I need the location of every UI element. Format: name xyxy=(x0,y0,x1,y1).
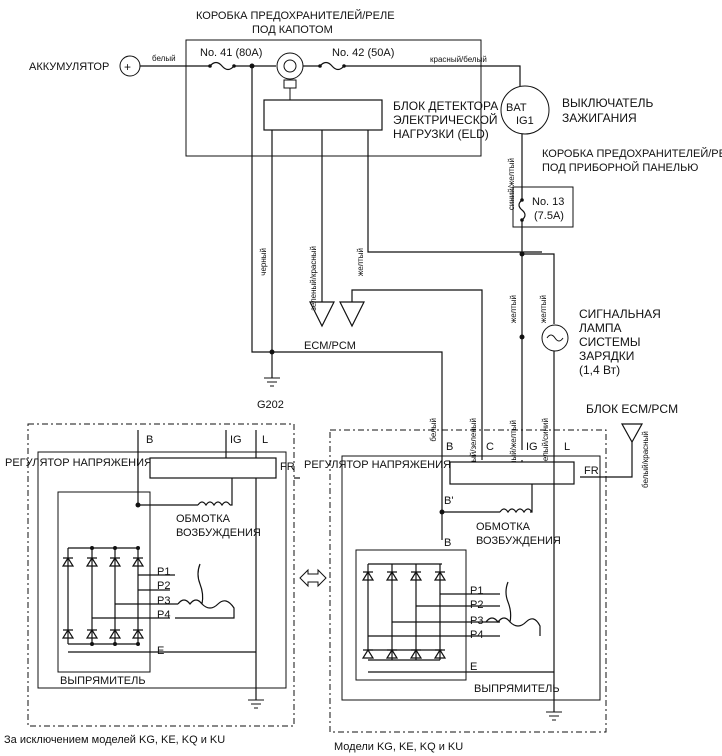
wire-label-black-yellow: черный/желтый xyxy=(509,420,518,478)
wire-label-white-blue: белый/синий xyxy=(541,418,550,466)
fuse41-element xyxy=(209,61,235,71)
ground-g202-label: G202 xyxy=(257,399,284,411)
left-phase-p4: P4 xyxy=(157,609,170,621)
ignition-switch-label-2: ЗАЖИГАНИЯ xyxy=(562,111,637,125)
fuse13-amp-label: (7.5A) xyxy=(534,210,564,222)
left-field-coil xyxy=(197,501,231,507)
wire-label-green-red: зеленый/красный xyxy=(309,246,318,311)
lamp-label-2: ЛАМПА xyxy=(579,321,622,335)
fuse41-label: No. 41 (80A) xyxy=(200,47,262,59)
alternator-right-outline xyxy=(329,429,607,733)
wire-label-blue-yellow: синий/желтый xyxy=(507,158,516,210)
left-terminal-b: B xyxy=(146,434,153,446)
fuse-box-underhood xyxy=(185,39,482,157)
ecm-block-triangle xyxy=(620,423,644,444)
alternator-left-outline xyxy=(27,423,295,727)
lamp-label-5: (1,4 Вт) xyxy=(579,363,620,377)
left-terminal-e: E xyxy=(157,645,164,657)
left-regulator-label: РЕГУЛЯТОР НАПРЯЖЕНИЯ xyxy=(5,457,152,469)
fuse13-element xyxy=(518,199,526,221)
wire-yellow-eld xyxy=(367,130,542,253)
right-phase-p2: P2 xyxy=(470,599,483,611)
left-field-label-2: ВОЗБУЖДЕНИЯ xyxy=(176,527,261,539)
ecm-pcm-label: ECM/PCM xyxy=(304,340,356,352)
ecm-block-label: БЛОК ECM/PCM xyxy=(586,402,678,416)
right-regulator-label: РЕГУЛЯТОР НАПРЯЖЕНИЯ xyxy=(304,459,451,471)
left-terminal-ig: IG xyxy=(230,434,242,446)
left-phase-p2: P2 xyxy=(157,580,170,592)
wire-label-white-red: белый/красный xyxy=(641,431,650,488)
eld-unit xyxy=(263,99,383,131)
charge-warning-lamp xyxy=(541,324,569,352)
right-phase-p4: P4 xyxy=(470,629,483,641)
wire-white-main-to-b xyxy=(251,66,443,460)
fuse-box-dash-label-2: ПОД ПРИБОРНОЙ ПАНЕЛЬЮ xyxy=(542,161,698,174)
right-terminal-fr: FR xyxy=(584,465,599,477)
eld-sensor-coil xyxy=(276,52,304,80)
caption-left: За исключением моделей KG, KE, KQ и KU xyxy=(4,734,225,746)
right-rectifier-label: ВЫПРЯМИТЕЛЬ xyxy=(474,683,560,695)
wire-label-white-battery: белый xyxy=(152,54,176,63)
ground-g202-symbol xyxy=(264,377,280,387)
ignition-bat-terminal: BAT xyxy=(506,102,527,114)
right-phase-p1: P1 xyxy=(470,585,483,597)
right-terminal-ig: IG xyxy=(526,441,538,453)
fuse42-element xyxy=(319,61,345,71)
eld-label-1: БЛОК ДЕТЕКТОРА xyxy=(393,99,498,113)
ignition-ig1-terminal: IG1 xyxy=(516,115,534,127)
caption-right: Модели KG, KE, KQ и KU xyxy=(334,741,463,753)
right-field-label-1: ОБМОТКА xyxy=(476,521,531,533)
equivalence-arrow-icon xyxy=(299,568,327,588)
fuse-box-dash-label-1: КОРОБКА ПРЕДОХРАНИТЕЛЕЙ/РЕЛЕ xyxy=(542,147,722,160)
left-rectifier-diodes xyxy=(61,556,145,639)
fuse-box-dash xyxy=(512,186,574,228)
ignition-switch xyxy=(500,85,550,135)
ignition-switch-label-1: ВЫКЛЮЧАТЕЛЬ xyxy=(562,96,653,110)
eld-label-2: ЭЛЕКТРИЧЕСКОЙ xyxy=(393,112,498,127)
wire-label-yellow-right: желтый xyxy=(509,295,518,323)
right-phase-p3: P3 xyxy=(470,615,483,627)
right-regulator-box xyxy=(449,461,575,485)
left-terminal-l: L xyxy=(262,434,268,446)
lamp-label-4: ЗАРЯДКИ xyxy=(579,349,634,363)
right-terminal-b-inner: B xyxy=(444,537,451,549)
eld-label-3: НАГРУЗКИ (ELD) xyxy=(393,127,489,141)
right-terminal-b: B xyxy=(446,441,453,453)
lamp-label-1: СИГНАЛЬНАЯ xyxy=(579,307,661,321)
fuse13-label: No. 13 xyxy=(532,196,564,208)
fuse42-label: No. 42 (50A) xyxy=(332,47,394,59)
right-terminal-e: E xyxy=(470,661,477,673)
wire-label-white-green: белый/зеленый xyxy=(469,418,478,475)
right-ground-symbol xyxy=(546,711,562,721)
regulator-right-frame xyxy=(341,455,601,701)
right-rectifier-diodes xyxy=(361,570,447,659)
right-terminal-l: L xyxy=(564,441,570,453)
right-field-coil xyxy=(499,508,533,514)
fuse-box-top-label: КОРОБКА ПРЕДОХРАНИТЕЛЕЙ/РЕЛЕ xyxy=(196,9,395,22)
ecm-input-triangle-2 xyxy=(339,301,365,328)
ecm-input-triangle-1 xyxy=(309,301,335,328)
wire-label-red-white: красный/белый xyxy=(430,55,487,64)
battery-label: АККУМУЛЯТОР xyxy=(29,61,109,73)
wire-label-yellow-lamp: желтый xyxy=(539,295,548,323)
wire-label-black: черный xyxy=(259,248,268,276)
lamp-label-3: СИСТЕМЫ xyxy=(579,335,641,349)
right-terminal-c: C xyxy=(486,441,494,453)
right-field-label-2: ВОЗБУЖДЕНИЯ xyxy=(476,535,561,547)
left-rectifier-label: ВЫПРЯМИТЕЛЬ xyxy=(60,675,146,687)
left-phase-p3: P3 xyxy=(157,595,170,607)
wire-label-yellow-eld: желтый xyxy=(356,248,365,276)
left-regulator-box xyxy=(149,457,277,479)
left-ground-symbol xyxy=(248,699,264,709)
right-stator-windings xyxy=(485,581,541,636)
left-stator-windings xyxy=(175,563,235,619)
left-phase-p1: P1 xyxy=(157,566,170,578)
battery-plus-sign: + xyxy=(124,60,131,74)
left-field-label-1: ОБМОТКА xyxy=(176,513,231,525)
right-terminal-b-prime: B' xyxy=(444,495,453,507)
left-terminal-fr: FR xyxy=(280,461,295,473)
fuse-box-top-label-2: ПОД КАПОТОМ xyxy=(252,24,333,36)
